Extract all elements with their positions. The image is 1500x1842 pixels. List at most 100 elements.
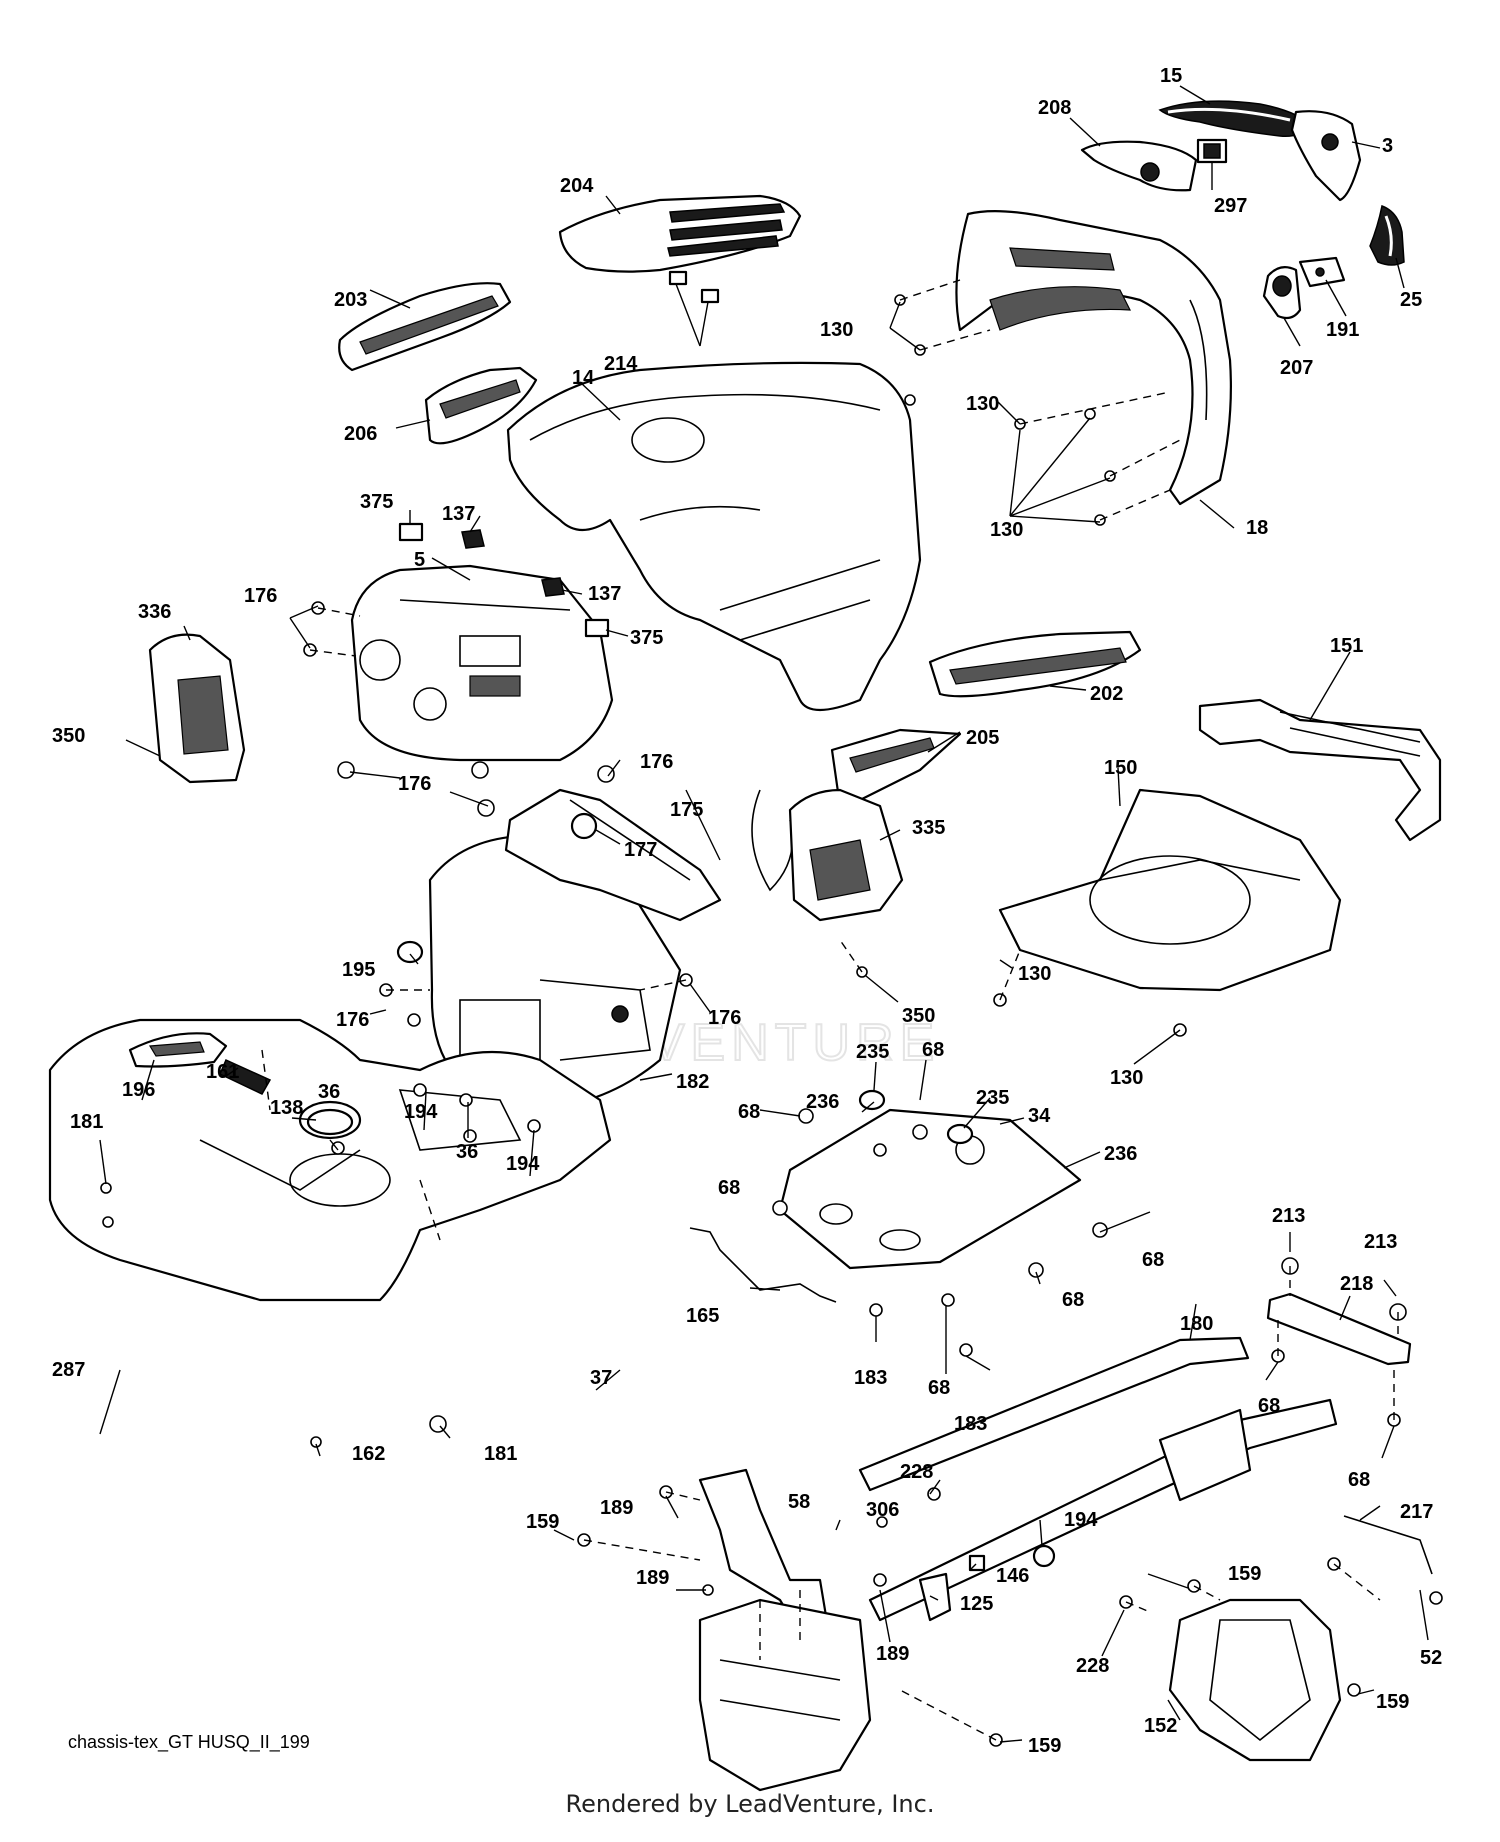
callout-15: 15: [1160, 65, 1182, 87]
part-205-trim[interactable]: [830, 728, 962, 802]
callout-68c: 68: [718, 1177, 740, 1199]
callout-213b: 213: [1364, 1231, 1397, 1253]
callout-68a: 68: [922, 1039, 944, 1061]
callout-297: 297: [1214, 195, 1247, 217]
part-195-grommet[interactable]: [396, 940, 424, 964]
callout-165: 165: [686, 1305, 719, 1327]
callout-182: 182: [676, 1071, 709, 1093]
callout-194a: 194: [404, 1101, 438, 1123]
callout-52: 52: [1420, 1647, 1442, 1669]
part-15-lens[interactable]: [1158, 100, 1311, 138]
part-196-fender-trim[interactable]: [128, 1032, 228, 1068]
callout-195: 195: [342, 959, 375, 981]
callout-306: 306: [866, 1499, 899, 1521]
part-25-seal[interactable]: [1369, 204, 1405, 266]
part-297-bulb[interactable]: [1196, 138, 1228, 164]
callout-235a: 235: [856, 1041, 889, 1063]
part-235-spacer-b[interactable]: [946, 1123, 974, 1145]
hardware-fasteners: [100, 294, 1443, 1747]
callout-228a: 228: [900, 1461, 933, 1483]
part-5-dash-panel[interactable]: [350, 564, 614, 762]
callout-375b: 375: [630, 627, 663, 649]
part-180-frame-rail[interactable]: [858, 1336, 1338, 1622]
callout-176a: 176: [244, 585, 277, 607]
part-165-rod[interactable]: [689, 1227, 837, 1303]
callout-206: 206: [344, 423, 377, 445]
part-frame-front-section[interactable]: [698, 1598, 872, 1792]
callout-176c: 176: [398, 773, 431, 795]
callout-36a: 36: [318, 1081, 340, 1103]
part-235-spacer-a[interactable]: [858, 1089, 886, 1111]
callout-68g: 68: [1258, 1395, 1280, 1417]
callout-189a: 189: [600, 1497, 633, 1519]
part-161-lever[interactable]: [219, 1059, 272, 1095]
callout-202: 202: [1090, 683, 1123, 705]
callout-177: 177: [624, 839, 657, 861]
part-204-hood-vent[interactable]: [558, 194, 802, 273]
callout-130b: 130: [966, 393, 999, 415]
callout-194c: 194: [1064, 1509, 1098, 1531]
callout-335: 335: [912, 817, 945, 839]
callout-162: 162: [352, 1443, 385, 1465]
callout-labels: 15 208 3 297 204 25 191 207 203 130 214 …: [52, 65, 1442, 1757]
part-151-bracket[interactable]: [1198, 698, 1442, 842]
part-177-knob[interactable]: [570, 812, 598, 840]
part-336-side-panel[interactable]: [148, 633, 246, 784]
part-137-clip-b[interactable]: [541, 577, 565, 597]
part-375-pad-b[interactable]: [584, 618, 610, 638]
callout-350a: 350: [52, 725, 85, 747]
part-175-bracket[interactable]: [504, 788, 722, 922]
callout-205: 205: [966, 727, 999, 749]
diagram-id-label: chassis-tex_GT HUSQ_II_199: [68, 1732, 310, 1752]
part-191-clip[interactable]: [1298, 256, 1346, 288]
part-203-side-vent[interactable]: [338, 282, 512, 372]
callout-151: 151: [1330, 635, 1363, 657]
callout-3: 3: [1382, 135, 1393, 157]
callout-196: 196: [122, 1079, 155, 1101]
callout-189c: 189: [876, 1643, 909, 1665]
callout-191: 191: [1326, 319, 1359, 341]
part-34-mount-plate[interactable]: [778, 1108, 1082, 1270]
callout-203: 203: [334, 289, 367, 311]
callout-175: 175: [670, 799, 703, 821]
part-208-headlight[interactable]: [1080, 140, 1198, 192]
part-375-pad-a[interactable]: [398, 522, 424, 542]
part-335-side-panel[interactable]: [788, 788, 904, 922]
part-182-lower-dash[interactable]: [428, 834, 682, 1112]
part-152-rear-shield[interactable]: [1168, 1598, 1342, 1762]
part-207-light-housing[interactable]: [1262, 265, 1302, 320]
part-150-shield[interactable]: [998, 788, 1342, 992]
leader-lines: [99, 85, 1429, 1743]
part-14-hood[interactable]: [506, 361, 922, 711]
callout-218: 218: [1340, 1273, 1373, 1295]
callout-208: 208: [1038, 97, 1071, 119]
callout-58: 58: [788, 1491, 810, 1513]
callout-217: 217: [1400, 1501, 1433, 1523]
part-3-grille-insert[interactable]: [1290, 110, 1362, 202]
part-217-rod[interactable]: [1343, 1515, 1433, 1575]
callout-68b: 68: [738, 1101, 760, 1123]
part-214-clips[interactable]: [668, 270, 720, 304]
callout-180: 180: [1180, 1313, 1213, 1335]
part-218-bracket[interactable]: [1266, 1292, 1412, 1366]
part-125-bracket[interactable]: [918, 1572, 952, 1622]
callout-228b: 228: [1076, 1655, 1109, 1677]
callout-350b: 350: [902, 1005, 935, 1027]
callout-236b: 236: [1104, 1143, 1137, 1165]
callout-375a: 375: [360, 491, 393, 513]
part-202-grille[interactable]: [928, 630, 1142, 698]
callout-213a: 213: [1272, 1205, 1305, 1227]
callout-176e: 176: [708, 1007, 741, 1029]
callout-25: 25: [1400, 289, 1422, 311]
part-138-cup[interactable]: [306, 1108, 354, 1136]
part-137-clip-a[interactable]: [461, 529, 485, 549]
callout-189b: 189: [636, 1567, 669, 1589]
callout-207: 207: [1280, 357, 1313, 379]
callout-336: 336: [138, 601, 171, 623]
part-18-front-nose[interactable]: [955, 210, 1232, 506]
part-194-nut-c[interactable]: [1032, 1544, 1056, 1568]
callout-130e: 130: [1110, 1067, 1143, 1089]
part-206-vent-panel[interactable]: [424, 366, 538, 445]
callout-14: 14: [572, 367, 595, 389]
